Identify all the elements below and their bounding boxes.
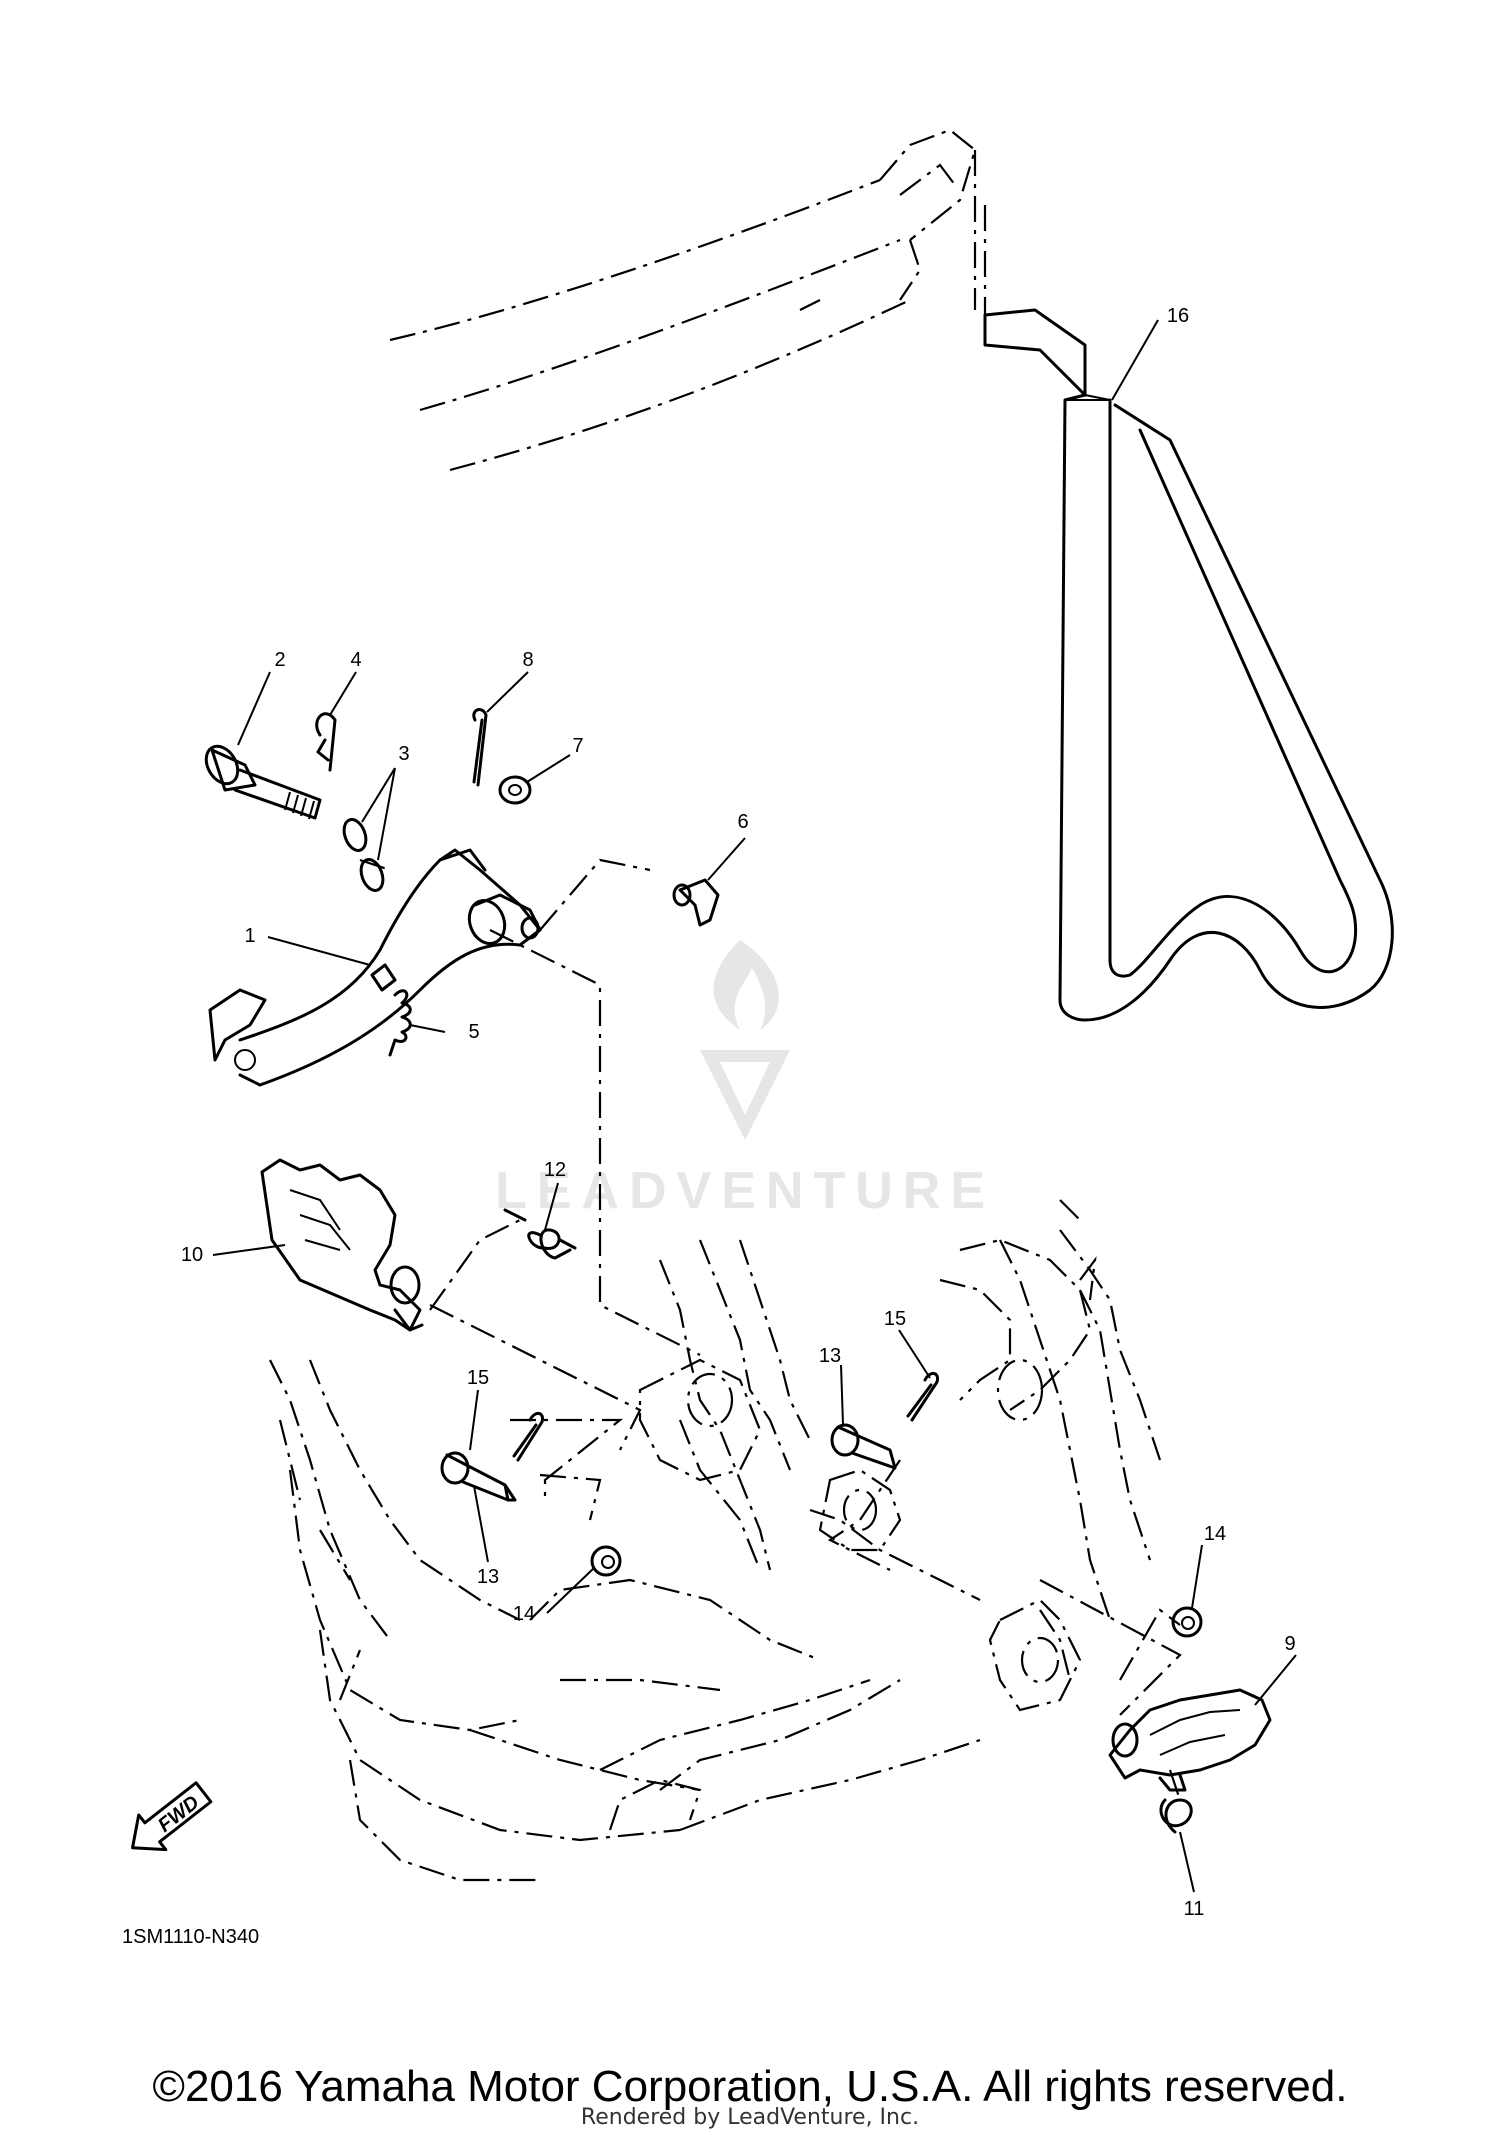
part-6-pin bbox=[672, 878, 720, 927]
callout-2: 2 bbox=[274, 649, 285, 671]
callout-labels: 2 4 8 3 7 6 1 5 16 12 10 15 13 15 13 14 … bbox=[181, 305, 1296, 1920]
part-4-r-clip bbox=[315, 712, 337, 772]
fwd-arrow-icon: FWD bbox=[131, 1781, 213, 1852]
callout-10: 10 bbox=[181, 1244, 203, 1266]
part-2-pivot-shaft bbox=[204, 744, 322, 820]
assembly-guide-lines bbox=[359, 205, 1182, 1801]
callout-15-left: 15 bbox=[467, 1367, 489, 1389]
part-3-o-rings bbox=[342, 818, 385, 892]
callout-16: 16 bbox=[1167, 305, 1189, 327]
callout-1: 1 bbox=[244, 925, 255, 947]
part-7-washer bbox=[498, 775, 532, 805]
callout-6: 6 bbox=[737, 811, 748, 833]
callout-14-right: 14 bbox=[1204, 1523, 1226, 1545]
part-5-spring bbox=[388, 989, 412, 1057]
callout-14-left: 14 bbox=[513, 1603, 535, 1625]
callout-7: 7 bbox=[572, 735, 583, 757]
leader-lines bbox=[212, 319, 1297, 1893]
part-14-washer-right bbox=[1171, 1606, 1203, 1638]
part-1-brake-pedal bbox=[208, 848, 542, 1087]
callout-9: 9 bbox=[1284, 1633, 1295, 1655]
part-16-stand bbox=[983, 308, 1394, 1022]
callout-15-right: 15 bbox=[884, 1308, 906, 1330]
part-10-footrest-left bbox=[260, 1158, 424, 1332]
rear-frame-outline bbox=[389, 128, 977, 472]
callout-11: 11 bbox=[1184, 1898, 1205, 1920]
part-12-spring bbox=[503, 1208, 577, 1260]
callout-8: 8 bbox=[522, 649, 533, 671]
leadventure-watermark: LEADVENTURE bbox=[495, 940, 995, 1220]
callout-4: 4 bbox=[350, 649, 361, 671]
part-9-footrest-right bbox=[1108, 1688, 1272, 1792]
callout-3: 3 bbox=[398, 743, 409, 765]
part-13-collar-right bbox=[830, 1423, 897, 1470]
callout-5: 5 bbox=[468, 1021, 479, 1043]
rendered-by-notice: Rendered by LeadVenture, Inc. bbox=[580, 2105, 920, 2130]
callout-13-left: 13 bbox=[477, 1566, 499, 1588]
diagram-code: 1SM1110-N340 bbox=[122, 1926, 259, 1948]
part-8-cotter-pin bbox=[472, 708, 488, 787]
main-frame-outline bbox=[269, 1199, 1162, 1882]
copyright-notice: ©2016 Yamaha Motor Corporation, U.S.A. A… bbox=[152, 2062, 1348, 2111]
part-15-cotter-pin-right bbox=[906, 1372, 940, 1422]
part-15-cotter-pin-left bbox=[512, 1412, 545, 1462]
part-13-collar-left bbox=[440, 1451, 517, 1502]
part-14-washer-left bbox=[590, 1545, 622, 1577]
callout-12: 12 bbox=[544, 1159, 566, 1181]
part-11-spring bbox=[1159, 1798, 1193, 1834]
callout-13-right: 13 bbox=[819, 1345, 841, 1367]
watermark-text: LEADVENTURE bbox=[495, 1162, 995, 1220]
